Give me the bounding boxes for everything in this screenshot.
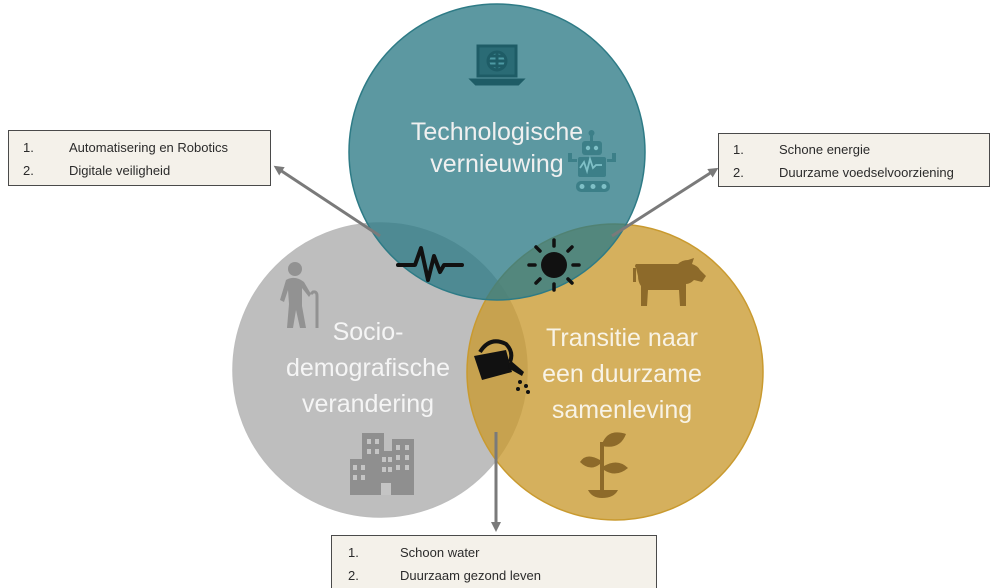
list-item-text: Schone energie	[779, 142, 871, 157]
list-item-text: Digitale veiligheid	[69, 163, 171, 178]
arrow-right	[611, 167, 719, 238]
list-item-text: Automatisering en Robotics	[69, 140, 228, 155]
transitie-label-line3: samenleving	[552, 396, 692, 424]
list-item-number: 2.	[348, 568, 359, 583]
sun-icon	[527, 238, 581, 292]
challenges-box-bottom: 1. Schoon water 2. Duurzaam gezond leven	[331, 535, 657, 588]
circle-tech	[348, 3, 646, 301]
robot-icon	[568, 130, 616, 192]
list-item-text: Duurzaam gezond leven	[400, 568, 541, 583]
challenges-box-right: 1. Schone energie 2. Duurzame voedselvoo…	[718, 133, 990, 187]
list-item-number: 1.	[23, 140, 34, 155]
arrow-left	[273, 165, 381, 238]
list-item-number: 1.	[733, 142, 744, 157]
list-item-number: 1.	[348, 545, 359, 560]
tech-label-line2: vernieuwing	[430, 150, 563, 178]
list-item-number: 2.	[733, 165, 744, 180]
transitie-label-line2: een duurzame	[542, 360, 702, 388]
transitie-label-line1: Transitie naar	[546, 324, 698, 352]
heartbeat-icon	[396, 246, 464, 282]
plant-icon	[580, 432, 628, 498]
socio-label-line2: demografische	[286, 354, 450, 382]
elderly-person-icon	[280, 262, 319, 328]
tech-label-line1: Technologische	[411, 118, 583, 146]
buildings-icon	[350, 433, 414, 495]
list-item-number: 2.	[23, 163, 34, 178]
socio-label-line3: verandering	[302, 390, 434, 418]
laptop-globe-icon	[468, 44, 526, 86]
list-item-text: Duurzame voedselvoorziening	[779, 165, 954, 180]
list-item-text: Schoon water	[400, 545, 480, 560]
socio-label-line1: Socio-	[333, 318, 404, 346]
cow-icon	[633, 258, 706, 306]
watering-can-icon	[474, 339, 530, 394]
challenges-box-left: 1. Automatisering en Robotics 2. Digital…	[8, 130, 271, 186]
